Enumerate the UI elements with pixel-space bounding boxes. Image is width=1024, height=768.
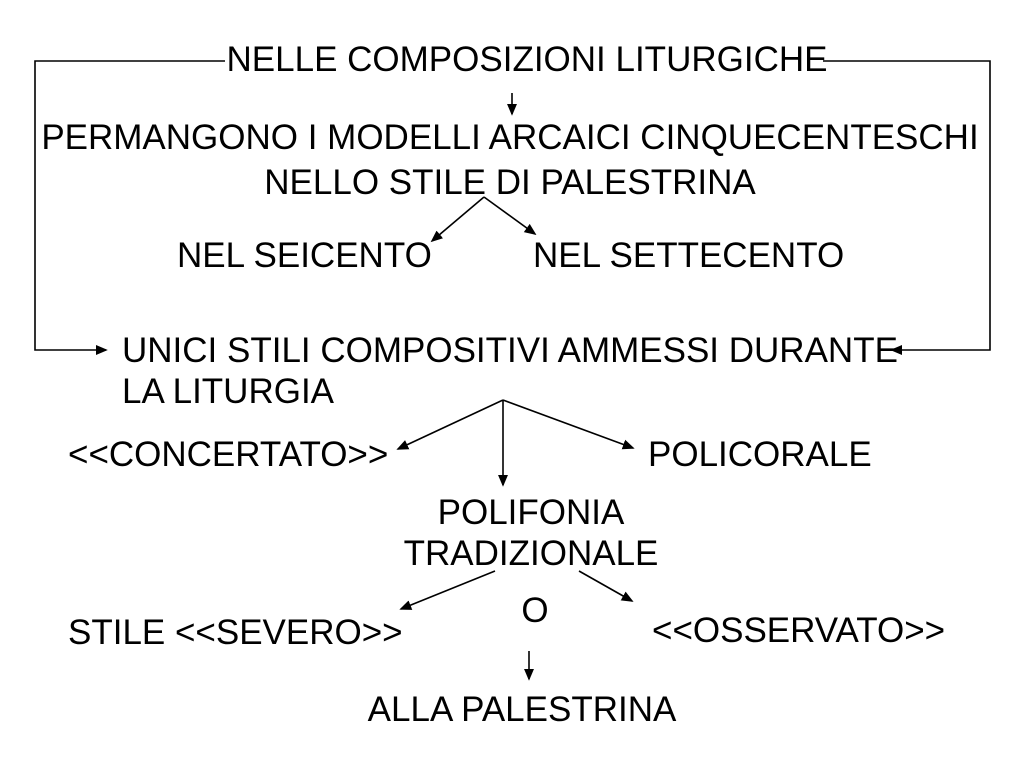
node-polifonia-line1: POLIFONIA: [437, 493, 625, 532]
node-o-connector: O: [521, 591, 549, 630]
node-polifonia-line2: TRADIZIONALE: [403, 534, 659, 573]
node-unici-line2: LA LITURGIA: [122, 372, 335, 411]
node-permangono: PERMANGONO I MODELLI ARCAICI CINQUECENTE…: [41, 115, 978, 205]
node-unici-line1: UNICI STILI COMPOSITIVI AMMESSI DURANTE: [122, 331, 898, 370]
node-policorale: POLICORALE: [648, 435, 872, 474]
node-osservato: <<OSSERVATO>>: [652, 611, 946, 650]
node-permangono-line2: NELLO STILE DI PALESTRINA: [264, 163, 756, 202]
node-settecento: NEL SETTECENTO: [533, 236, 845, 275]
node-polifonia: POLIFONIA TRADIZIONALE: [404, 492, 659, 574]
node-stile-severo: STILE <<SEVERO>>: [68, 613, 403, 652]
edge-polifonia-severo: [399, 570, 496, 610]
node-permangono-line1: PERMANGONO I MODELLI ARCAICI CINQUECENTE…: [41, 118, 979, 157]
node-title: NELLE COMPOSIZIONI LITURGICHE: [226, 40, 828, 79]
node-seicento: NEL SEICENTO: [177, 236, 432, 275]
node-alla-palestrina: ALLA PALESTRINA: [367, 690, 677, 729]
node-concertato: <<CONCERTATO>>: [68, 435, 389, 474]
node-unici: UNICI STILI COMPOSITIVI AMMESSI DURANTE …: [122, 330, 898, 412]
edge-polifonia-osservato: [578, 570, 634, 602]
edge-bracket-left: [34, 60, 225, 356]
edge-bracket-right: [823, 60, 991, 356]
